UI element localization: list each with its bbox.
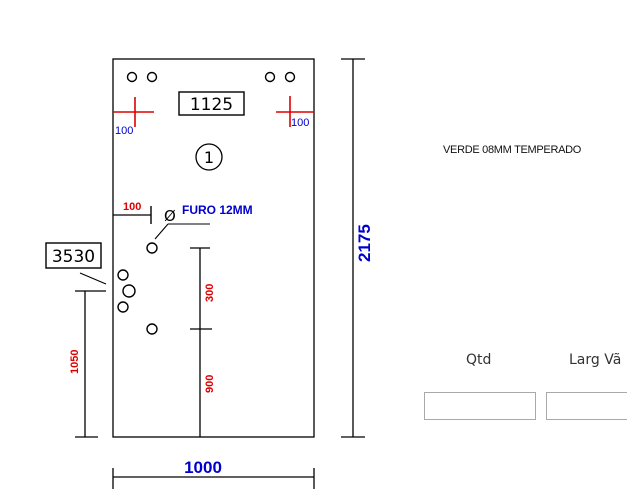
right-cross-marker xyxy=(276,96,314,127)
top-box-label: 1125 xyxy=(190,95,233,115)
qtd-input[interactable] xyxy=(424,392,536,420)
offset-left-label: 100 xyxy=(115,125,133,137)
diameter-symbol: Ø xyxy=(164,207,176,225)
qtd-header: Qtd xyxy=(466,352,492,368)
glass-spec-label: VERDE 08MM TEMPERADO xyxy=(443,144,582,156)
larg-vao-input[interactable] xyxy=(546,392,627,420)
hole-label: FURO 12MM xyxy=(182,203,253,217)
side-holes xyxy=(117,242,158,335)
side-box-leader xyxy=(79,272,107,285)
width-dim-label: 1000 xyxy=(184,458,222,477)
panel-number-circle xyxy=(195,143,223,171)
height-dim-label: 2175 xyxy=(355,224,374,262)
hole-offset-label: 100 xyxy=(123,201,141,213)
larg-vao-header: Larg Vã xyxy=(569,352,622,368)
left-cross-marker xyxy=(113,97,154,127)
panel-number: 1 xyxy=(204,148,214,167)
top-right-holes xyxy=(264,71,296,83)
top-box xyxy=(178,91,245,116)
glass-panel xyxy=(112,58,315,438)
dim-1050-label: 1050 xyxy=(69,350,81,374)
offset-right-label: 100 xyxy=(291,117,309,129)
side-box xyxy=(45,242,102,269)
top-left-holes xyxy=(126,71,158,83)
side-box-label: 3530 xyxy=(52,247,95,267)
dim-900-label: 900 xyxy=(204,375,216,393)
hole-leader xyxy=(154,223,169,240)
dim-300-label: 300 xyxy=(204,284,216,302)
